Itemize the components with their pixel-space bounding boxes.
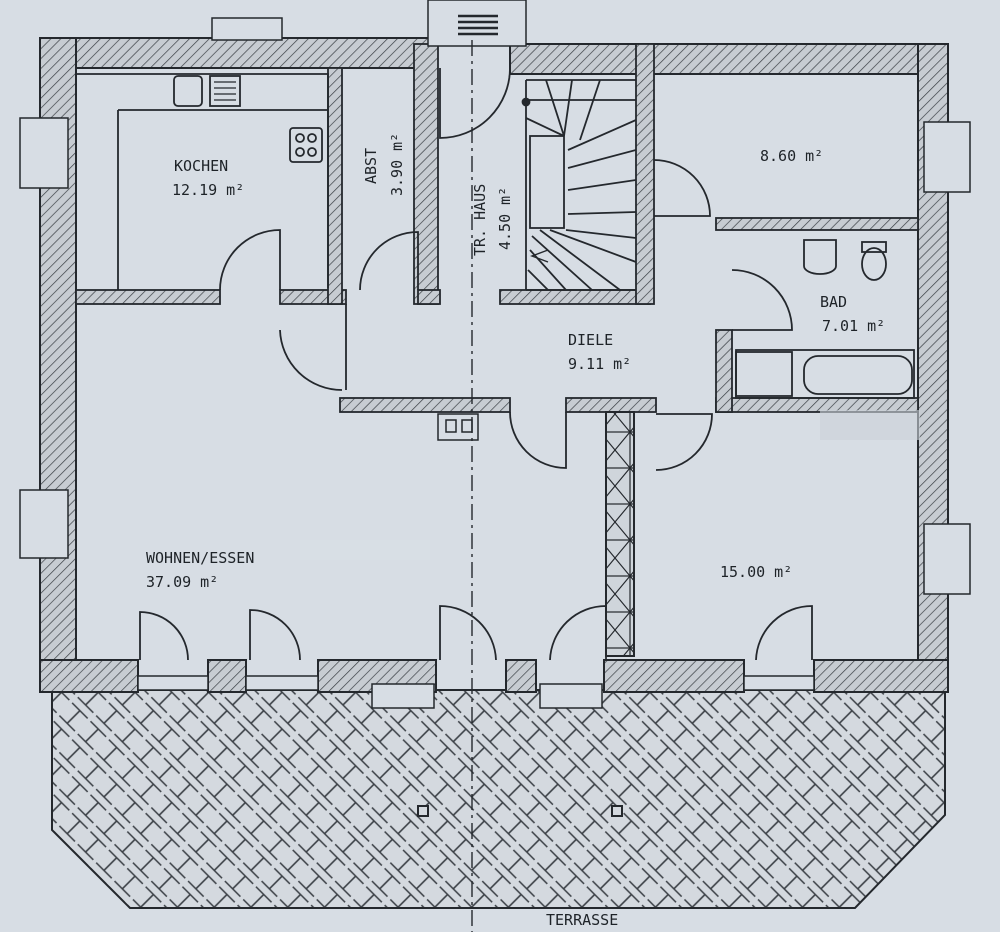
door-swings bbox=[139, 67, 813, 661]
room-label-diele: DIELE bbox=[568, 331, 614, 349]
windows bbox=[19, 0, 971, 709]
terrace bbox=[51, 689, 946, 909]
smudges bbox=[300, 410, 920, 650]
chimney-shaft bbox=[605, 411, 635, 657]
column-icon bbox=[417, 805, 429, 817]
sink-icon bbox=[173, 75, 203, 107]
room-area-wohnen: 37.09 m² bbox=[146, 573, 219, 591]
stove-icon bbox=[289, 127, 323, 163]
vent-box bbox=[437, 413, 479, 441]
room-area-bad: 7.01 m² bbox=[822, 317, 886, 335]
room-label-bad: BAD bbox=[820, 293, 848, 311]
kitchen-counter bbox=[76, 73, 329, 290]
room-area-se: 15.00 m² bbox=[720, 563, 793, 581]
drainboard-icon bbox=[209, 75, 241, 107]
room-area-diele: 9.11 m² bbox=[568, 355, 632, 373]
room-area-abst: 3.90 m² bbox=[388, 132, 406, 196]
room-label-abst: ABST bbox=[362, 147, 380, 184]
bath-fixtures bbox=[735, 239, 915, 399]
terrace-label: TERRASSE bbox=[546, 911, 619, 929]
staircase bbox=[521, 79, 637, 291]
room-area-kochen: 12.19 m² bbox=[172, 181, 245, 199]
room-label-kochen: KOCHEN bbox=[174, 157, 229, 175]
bathtub-icon bbox=[803, 355, 913, 395]
toilet-icon bbox=[861, 247, 887, 281]
exterior-walls bbox=[39, 37, 949, 693]
room-label-treppenhaus: TR. HAUS bbox=[471, 183, 489, 256]
room-label-wohnen: WOHNEN/ESSEN bbox=[146, 549, 255, 567]
washbasin-icon bbox=[803, 239, 837, 275]
column-icon bbox=[611, 805, 623, 817]
room-area-treppenhaus: 4.50 m² bbox=[496, 186, 514, 250]
shower-icon bbox=[735, 351, 793, 397]
room-area-ne: 8.60 m² bbox=[760, 147, 824, 165]
